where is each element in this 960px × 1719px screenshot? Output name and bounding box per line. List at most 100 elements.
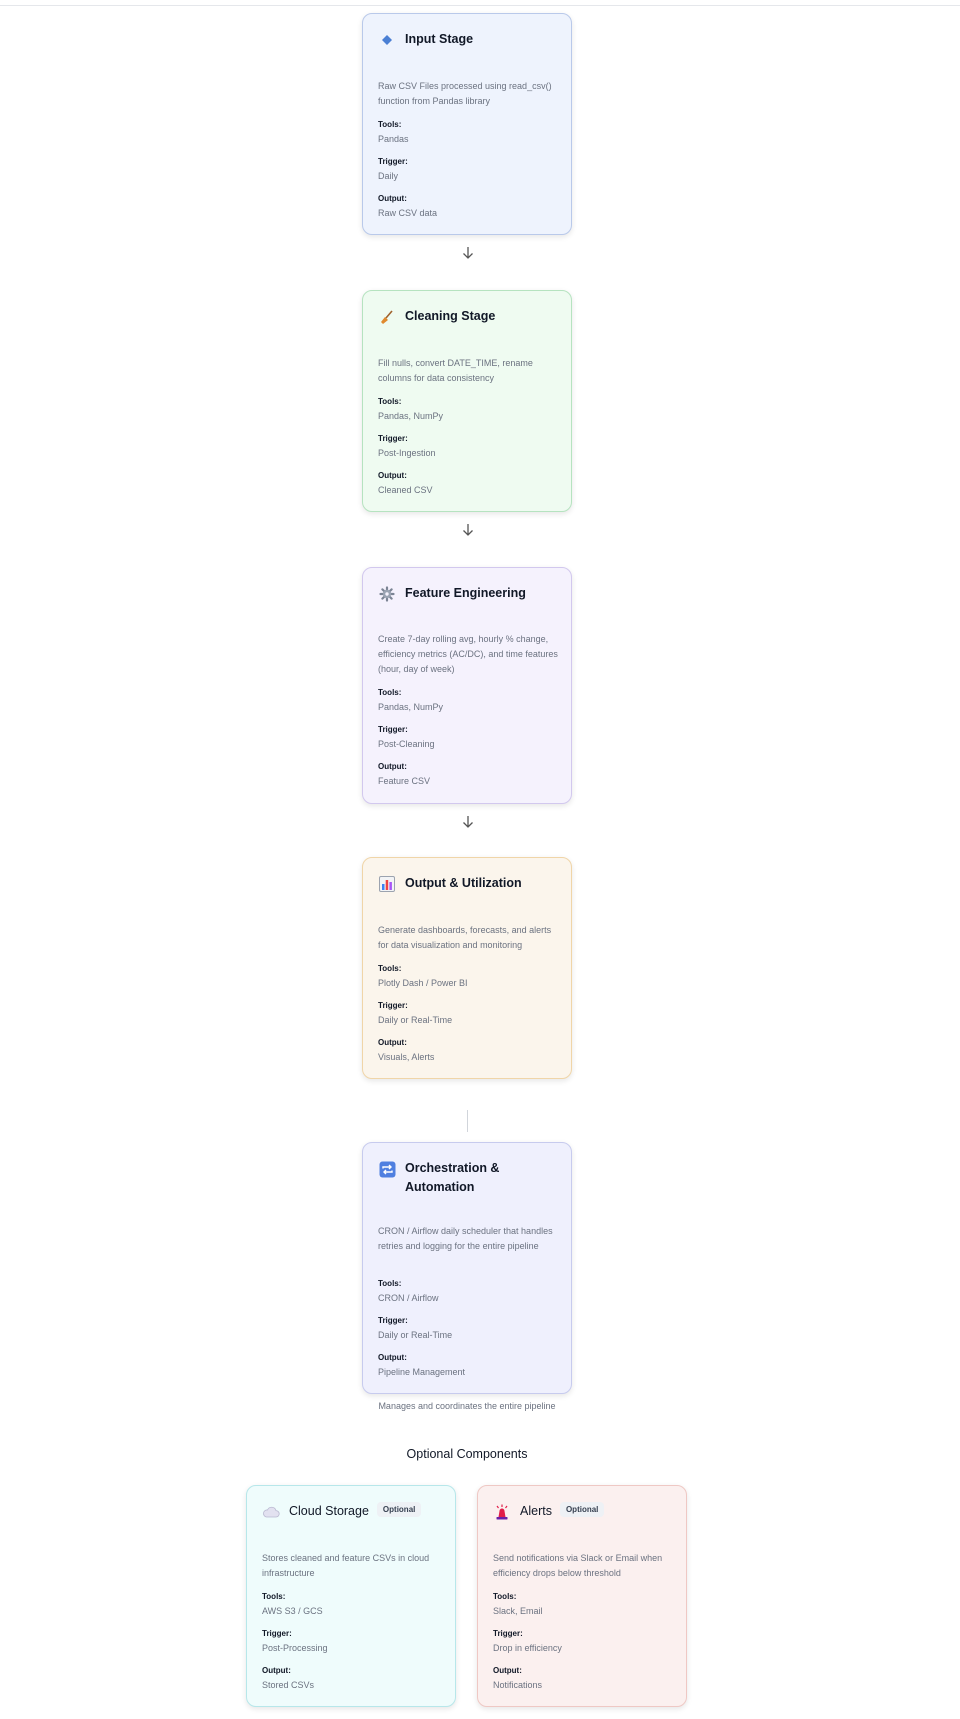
arrow-down-icon bbox=[463, 247, 473, 259]
trigger-label: Trigger: bbox=[378, 157, 408, 166]
optional-title: Alerts bbox=[520, 1504, 552, 1518]
trigger-value: Daily or Real-Time bbox=[378, 1015, 453, 1025]
siren-icon bbox=[493, 1503, 511, 1521]
orchestration-title: Orchestration & Automation bbox=[405, 1161, 500, 1194]
stage-description: Create 7-day rolling avg, hourly % chang… bbox=[378, 634, 558, 674]
output-field: Output: Stored CSVs bbox=[262, 1665, 443, 1692]
stage-description: Raw CSV Files processed using read_csv()… bbox=[378, 81, 552, 106]
output-label: Output: bbox=[378, 471, 407, 480]
tools-value: Slack, Email bbox=[493, 1606, 543, 1616]
optional-description: Send notifications via Slack or Email wh… bbox=[493, 1553, 663, 1578]
orchestration-caption: Manages and coordinates the entire pipel… bbox=[378, 1401, 556, 1411]
trigger-value: Daily bbox=[378, 171, 399, 181]
tools-field: Tools: CRON / Airflow bbox=[378, 1278, 559, 1305]
output-field: Output: Notifications bbox=[493, 1665, 674, 1692]
trigger-label: Trigger: bbox=[493, 1629, 523, 1638]
stage-title: Cleaning Stage bbox=[405, 309, 496, 323]
trigger-value: Daily or Real-Time bbox=[378, 1330, 453, 1340]
trigger-value: Post-Ingestion bbox=[378, 448, 436, 458]
optional-section-title: Optional Components bbox=[406, 1447, 528, 1461]
optional-description: Stores cleaned and feature CSVs in cloud… bbox=[262, 1553, 430, 1578]
tools-label: Tools: bbox=[493, 1592, 517, 1601]
trigger-value: Drop in efficiency bbox=[493, 1643, 562, 1653]
arrow-down-icon bbox=[463, 816, 473, 828]
trigger-value: Post-Cleaning bbox=[378, 739, 435, 749]
tools-value: Pandas, NumPy bbox=[378, 411, 444, 421]
optional-card-alerts: Alerts Optional Send notifications via S… bbox=[477, 1485, 687, 1707]
tools-label: Tools: bbox=[378, 964, 402, 973]
optional-card-cloud-storage: Cloud Storage Optional Stores cleaned an… bbox=[246, 1485, 456, 1707]
repeat-icon bbox=[378, 1160, 396, 1178]
output-value: Pipeline Management bbox=[378, 1367, 466, 1377]
trigger-field: Trigger: Post-Cleaning bbox=[378, 724, 559, 751]
tools-label: Tools: bbox=[378, 1279, 402, 1288]
top-divider bbox=[0, 5, 960, 6]
connector-line bbox=[467, 1110, 468, 1132]
output-label: Output: bbox=[378, 1353, 407, 1362]
gear-icon bbox=[378, 585, 396, 603]
bar-chart-icon bbox=[378, 875, 396, 893]
optional-badge: Optional bbox=[376, 1502, 422, 1517]
stage-card-cleaning: Cleaning Stage Fill nulls, convert DATE_… bbox=[362, 290, 572, 512]
orchestration-card: Orchestration & Automation CRON / Airflo… bbox=[362, 1142, 572, 1394]
output-label: Output: bbox=[378, 194, 407, 203]
trigger-label: Trigger: bbox=[378, 434, 408, 443]
cloud-icon bbox=[262, 1503, 280, 1521]
arrow-down-icon bbox=[463, 524, 473, 536]
tools-label: Tools: bbox=[378, 688, 402, 697]
output-value: Feature CSV bbox=[378, 776, 431, 786]
tools-field: Tools: AWS S3 / GCS bbox=[262, 1591, 443, 1618]
stage-title: Input Stage bbox=[405, 32, 474, 46]
stage-description: Generate dashboards, forecasts, and aler… bbox=[378, 925, 552, 950]
trigger-field: Trigger: Daily or Real-Time bbox=[378, 1000, 559, 1027]
output-label: Output: bbox=[378, 1038, 407, 1047]
trigger-label: Trigger: bbox=[378, 725, 408, 734]
tools-label: Tools: bbox=[262, 1592, 286, 1601]
trigger-field: Trigger: Post-Processing bbox=[262, 1628, 443, 1655]
tools-value: Pandas, NumPy bbox=[378, 702, 444, 712]
stage-card-output-utilization: Output & Utilization Generate dashboards… bbox=[362, 857, 572, 1079]
output-field: Output: Feature CSV bbox=[378, 761, 559, 788]
tools-value: CRON / Airflow bbox=[378, 1293, 439, 1303]
tools-field: Tools: Pandas, NumPy bbox=[378, 687, 559, 714]
tools-value: AWS S3 / GCS bbox=[262, 1606, 323, 1616]
stage-title: Feature Engineering bbox=[405, 586, 526, 600]
output-field: Output: Raw CSV data bbox=[378, 193, 559, 220]
broom-icon bbox=[378, 308, 396, 326]
trigger-field: Trigger: Daily or Real-Time bbox=[378, 1315, 559, 1342]
tools-field: Tools: Slack, Email bbox=[493, 1591, 674, 1618]
trigger-label: Trigger: bbox=[378, 1316, 408, 1325]
output-field: Output: Visuals, Alerts bbox=[378, 1037, 559, 1064]
output-label: Output: bbox=[378, 762, 407, 771]
tools-label: Tools: bbox=[378, 120, 402, 129]
output-value: Stored CSVs bbox=[262, 1680, 315, 1690]
tools-value: Plotly Dash / Power BI bbox=[378, 978, 468, 988]
stage-card-input: Input Stage Raw CSV Files processed usin… bbox=[362, 13, 572, 235]
tools-field: Tools: Pandas bbox=[378, 119, 559, 146]
trigger-label: Trigger: bbox=[378, 1001, 408, 1010]
trigger-value: Post-Processing bbox=[262, 1643, 328, 1653]
stage-card-feature-engineering: Feature Engineering Create 7-day rolling… bbox=[362, 567, 572, 804]
output-field: Output: Pipeline Management bbox=[378, 1352, 559, 1379]
orchestration-description: CRON / Airflow daily scheduler that hand… bbox=[378, 1226, 553, 1251]
output-label: Output: bbox=[262, 1666, 291, 1675]
output-value: Notifications bbox=[493, 1680, 543, 1690]
trigger-field: Trigger: Post-Ingestion bbox=[378, 433, 559, 460]
trigger-label: Trigger: bbox=[262, 1629, 292, 1638]
tools-value: Pandas bbox=[378, 134, 409, 144]
optional-badge: Optional bbox=[559, 1502, 605, 1517]
tools-label: Tools: bbox=[378, 397, 402, 406]
output-field: Output: Cleaned CSV bbox=[378, 470, 559, 497]
tools-field: Tools: Pandas, NumPy bbox=[378, 396, 559, 423]
stage-title: Output & Utilization bbox=[405, 876, 522, 890]
output-value: Raw CSV data bbox=[378, 208, 438, 218]
output-value: Cleaned CSV bbox=[378, 485, 433, 495]
optional-title: Cloud Storage bbox=[289, 1504, 369, 1518]
trigger-field: Trigger: Drop in efficiency bbox=[493, 1628, 674, 1655]
tools-field: Tools: Plotly Dash / Power BI bbox=[378, 963, 559, 990]
output-value: Visuals, Alerts bbox=[378, 1052, 435, 1062]
stage-description: Fill nulls, convert DATE_TIME, rename co… bbox=[378, 358, 533, 383]
output-label: Output: bbox=[493, 1666, 522, 1675]
diamond-icon bbox=[378, 31, 396, 49]
trigger-field: Trigger: Daily bbox=[378, 156, 559, 183]
